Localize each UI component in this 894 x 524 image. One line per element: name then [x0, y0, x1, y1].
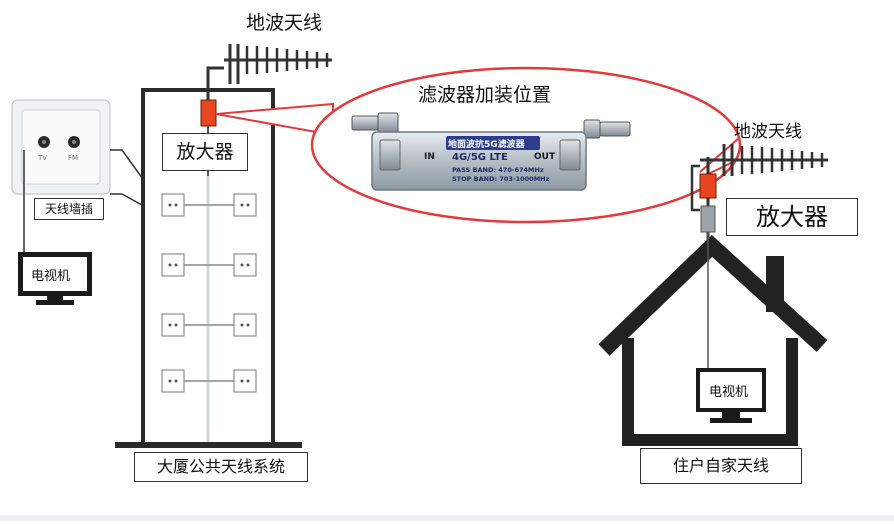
bottom-divider — [0, 515, 894, 521]
filter-out-label: OUT — [534, 152, 556, 162]
filter-pass-band: PASS BAND: 470-674MHz — [452, 166, 544, 174]
socket-port-tv-label: TV — [38, 154, 48, 162]
amplifier-house-label: 放大器 — [726, 198, 858, 236]
filter-device-title: 地面波抗5G滤波器 — [448, 140, 525, 150]
tv-left-icon — [18, 252, 92, 305]
socket-port-fm-label: FM — [68, 154, 79, 162]
wall-socket-plate — [11, 99, 111, 195]
amplifier-building-label: 放大器 — [162, 133, 248, 171]
house-icon — [598, 235, 828, 446]
tv-house-label: 电视机 — [709, 385, 749, 400]
filter-position-label: 滤波器加装位置 — [418, 84, 552, 106]
house-amplifier-icon — [699, 173, 717, 199]
house-filter-icon — [700, 205, 716, 233]
tv-house-icon — [696, 368, 766, 423]
tv-left-label: 电视机 — [31, 269, 71, 284]
building-amplifier-icon — [200, 99, 217, 127]
antenna-house-label: 地波天线 — [734, 122, 802, 142]
filter-in-label: IN — [424, 152, 435, 162]
house-caption: 住户自家天线 — [640, 448, 802, 484]
building-antenna-icon — [206, 44, 332, 100]
wall-socket-label: 天线墙插 — [34, 198, 104, 220]
building-outlets — [161, 193, 257, 393]
filter-stop-band: STOP BAND: 703-1000MHz — [452, 175, 550, 183]
filter-device-band: 4G/5G LTE — [452, 152, 508, 163]
antenna-building-label: 地波天线 — [246, 12, 323, 34]
building-caption: 大厦公共天线系统 — [134, 452, 308, 482]
filter-device-icon — [351, 112, 631, 191]
